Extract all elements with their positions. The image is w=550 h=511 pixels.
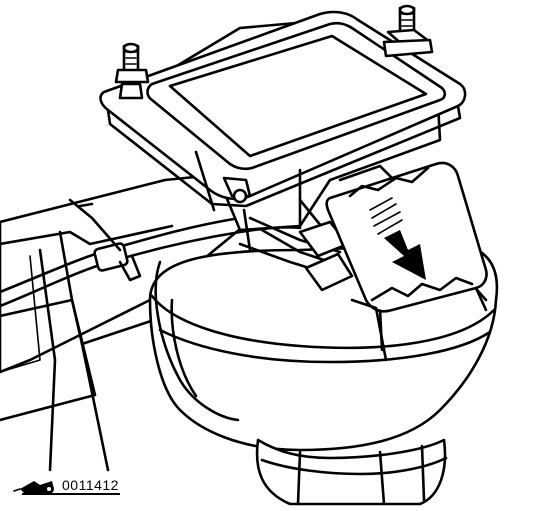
direction-arrow bbox=[369, 197, 426, 280]
mounting-stud-right bbox=[382, 4, 434, 58]
air-inlet-box bbox=[99, 10, 467, 252]
connector-lower bbox=[304, 252, 354, 292]
camera-icon bbox=[13, 481, 54, 494]
resistor-cover bbox=[325, 161, 488, 362]
reference-code: 0011412 bbox=[62, 477, 119, 493]
reference-underline bbox=[22, 493, 120, 495]
blower-motor bbox=[255, 438, 448, 506]
air-duct bbox=[0, 173, 247, 472]
mounting-stud-left bbox=[114, 42, 150, 100]
